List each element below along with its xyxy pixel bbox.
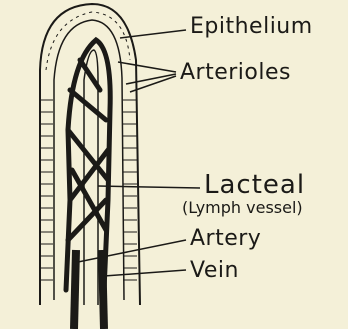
artery-vessel	[74, 250, 76, 329]
label-lymph-vessel: (Lymph vessel)	[182, 200, 303, 216]
label-artery: Artery	[190, 228, 261, 250]
leader-arteriole-1	[118, 62, 176, 72]
label-arterioles: Arterioles	[180, 62, 291, 84]
leader-vein	[104, 270, 186, 276]
label-lacteal: Lacteal	[204, 172, 305, 198]
leader-lacteal	[98, 186, 200, 188]
label-epithelium: Epithelium	[190, 16, 313, 38]
label-vein: Vein	[190, 260, 239, 282]
vein-vessel	[102, 250, 104, 329]
leader-artery	[78, 240, 186, 262]
